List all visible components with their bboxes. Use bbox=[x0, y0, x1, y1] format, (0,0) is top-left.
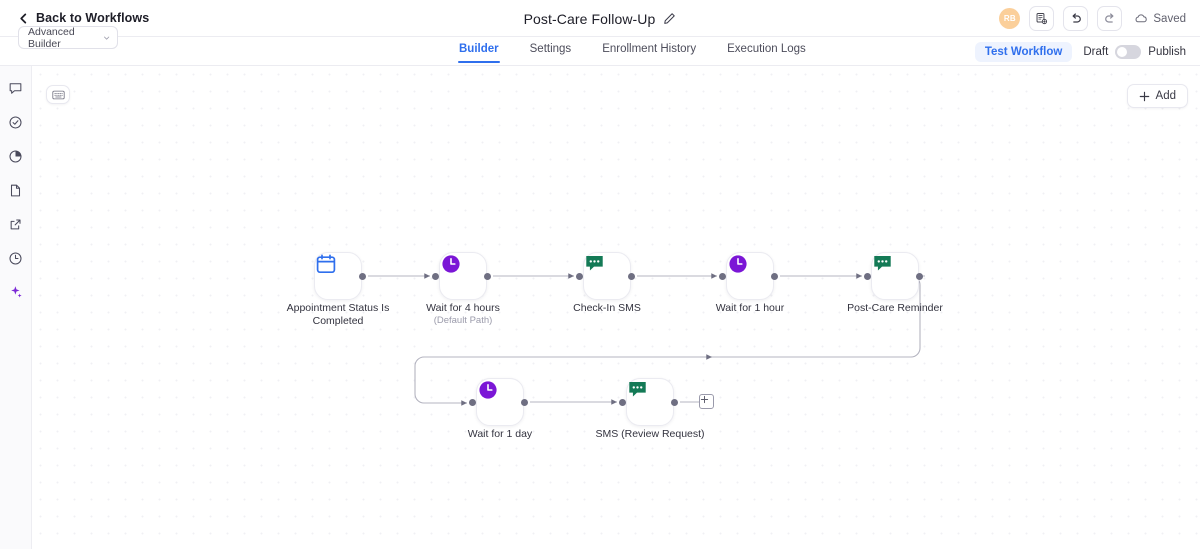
undo-arrow-icon bbox=[1072, 12, 1081, 23]
duplicate-document-icon bbox=[1036, 12, 1048, 25]
tab-settings[interactable]: Settings bbox=[529, 43, 572, 55]
external-link-icon bbox=[10, 218, 21, 229]
builder-mode-select[interactable]: Advanced Builder bbox=[18, 25, 118, 50]
undo-button[interactable] bbox=[1063, 6, 1089, 31]
avatar[interactable]: RB bbox=[999, 8, 1021, 29]
check-circle-icon bbox=[9, 115, 22, 129]
rail-item-open-external[interactable] bbox=[5, 213, 27, 235]
port-out-reminder[interactable] bbox=[916, 272, 923, 280]
builder-mode-value: Advanced Builder bbox=[28, 25, 75, 50]
port-in-wait1d[interactable] bbox=[469, 398, 476, 406]
port-out-wait1h[interactable] bbox=[771, 272, 778, 280]
port-in-reminder[interactable] bbox=[864, 272, 871, 280]
port-out-wait4h[interactable] bbox=[484, 272, 491, 280]
sms-bubble-icon bbox=[629, 382, 646, 397]
port-in-review[interactable] bbox=[619, 398, 626, 406]
left-rail bbox=[0, 66, 32, 549]
node-post-care-reminder[interactable] bbox=[871, 252, 919, 300]
redo-arrow-icon bbox=[1105, 12, 1114, 23]
tab-enrollment-history[interactable]: Enrollment History bbox=[602, 43, 697, 55]
port-in-wait4h[interactable] bbox=[432, 272, 439, 280]
saved-status: Saved bbox=[1134, 12, 1186, 26]
port-out-review[interactable] bbox=[671, 398, 678, 406]
clock-icon bbox=[9, 251, 22, 265]
saved-label: Saved bbox=[1153, 12, 1186, 25]
port-out-trigger[interactable] bbox=[359, 272, 366, 280]
back-to-workflows-button[interactable]: Back to Workflows bbox=[18, 11, 149, 25]
top-bar-actions: RB Saved bbox=[999, 0, 1186, 37]
node-sms-review-request[interactable] bbox=[626, 378, 674, 426]
pencil-icon[interactable] bbox=[663, 12, 676, 25]
plus-icon bbox=[1139, 91, 1149, 101]
node-appointment-status-is-completed[interactable] bbox=[314, 252, 362, 300]
cloud-saved-icon bbox=[1135, 13, 1148, 22]
tab-execution-logs[interactable]: Execution Logs bbox=[727, 43, 806, 55]
sub-bar-actions: Test Workflow Draft Publish bbox=[974, 37, 1186, 66]
calendar-icon bbox=[316, 254, 336, 274]
rail-item-documents[interactable] bbox=[5, 179, 27, 201]
tab-bar: Builder Settings Enrollment History Exec… bbox=[458, 37, 806, 66]
node-label-wait1d: Wait for 1 day bbox=[467, 428, 533, 440]
top-bar: Back to Workflows Post-Care Follow-Up RB bbox=[0, 0, 1200, 37]
chevron-down-icon bbox=[103, 36, 109, 40]
sub-bar: Advanced Builder Builder Settings Enroll… bbox=[0, 26, 1200, 66]
publish-toggle-knob bbox=[1117, 46, 1128, 57]
node-wait-for-1-day[interactable] bbox=[476, 378, 524, 426]
back-to-workflows-label: Back to Workflows bbox=[36, 11, 150, 25]
rail-item-tasks[interactable] bbox=[5, 111, 27, 133]
add-step-plus-button[interactable] bbox=[699, 394, 714, 409]
workflow-canvas[interactable]: Add bbox=[32, 66, 1200, 549]
add-node-button[interactable]: Add bbox=[1126, 84, 1188, 108]
sms-bubble-icon bbox=[874, 256, 891, 271]
port-out-wait1d[interactable] bbox=[521, 398, 528, 406]
minimap-toggle-button[interactable] bbox=[46, 85, 70, 104]
test-workflow-button[interactable]: Test Workflow bbox=[974, 41, 1073, 62]
publish-toggle-group: Draft Publish bbox=[1083, 44, 1186, 59]
tab-builder[interactable]: Builder bbox=[458, 37, 500, 63]
node-label-reminder: Post-Care Reminder bbox=[847, 302, 943, 314]
node-check-in-sms[interactable] bbox=[583, 252, 631, 300]
rail-item-reports[interactable] bbox=[5, 145, 27, 167]
node-wait-for-4-hours[interactable] bbox=[439, 252, 487, 300]
publish-label: Publish bbox=[1148, 45, 1186, 58]
chevron-left-icon bbox=[20, 13, 27, 23]
flow-graph: Appointment Status Is Completed Wait for… bbox=[32, 66, 1200, 549]
node-label-checkin: Check-In SMS bbox=[573, 302, 641, 314]
port-out-checkin[interactable] bbox=[628, 272, 635, 280]
sms-bubble-icon bbox=[586, 256, 603, 271]
add-node-label: Add bbox=[1155, 90, 1176, 102]
rail-item-chat[interactable] bbox=[5, 77, 27, 99]
node-label-review: SMS (Review Request) bbox=[595, 428, 705, 440]
draft-label: Draft bbox=[1083, 45, 1109, 58]
rail-item-ai[interactable] bbox=[5, 281, 27, 303]
publish-toggle[interactable] bbox=[1115, 44, 1142, 59]
clock-filled-icon bbox=[442, 255, 460, 273]
node-sublabel-wait4h: (Default Path) bbox=[433, 315, 493, 326]
port-in-wait1h[interactable] bbox=[719, 272, 726, 280]
node-wait-for-1-hour[interactable] bbox=[726, 252, 774, 300]
sparkle-ai-icon bbox=[10, 286, 22, 298]
pie-chart-icon bbox=[9, 149, 22, 163]
node-label-wait1h: Wait for 1 hour bbox=[715, 302, 785, 314]
port-in-checkin[interactable] bbox=[576, 272, 583, 280]
redo-button[interactable] bbox=[1097, 6, 1123, 31]
plus-icon bbox=[700, 395, 709, 404]
chat-bubble-icon bbox=[9, 82, 22, 94]
node-label-trigger: Appointment Status Is Completed bbox=[286, 302, 390, 327]
page-title: Post-Care Follow-Up bbox=[523, 10, 656, 27]
clock-filled-icon bbox=[729, 255, 747, 273]
duplicate-document-button[interactable] bbox=[1029, 6, 1055, 31]
clock-filled-icon bbox=[479, 381, 497, 399]
rail-item-history[interactable] bbox=[5, 247, 27, 269]
minimap-icon bbox=[51, 90, 65, 99]
node-label-wait4h: Wait for 4 hours bbox=[426, 302, 500, 314]
document-icon bbox=[10, 184, 21, 196]
